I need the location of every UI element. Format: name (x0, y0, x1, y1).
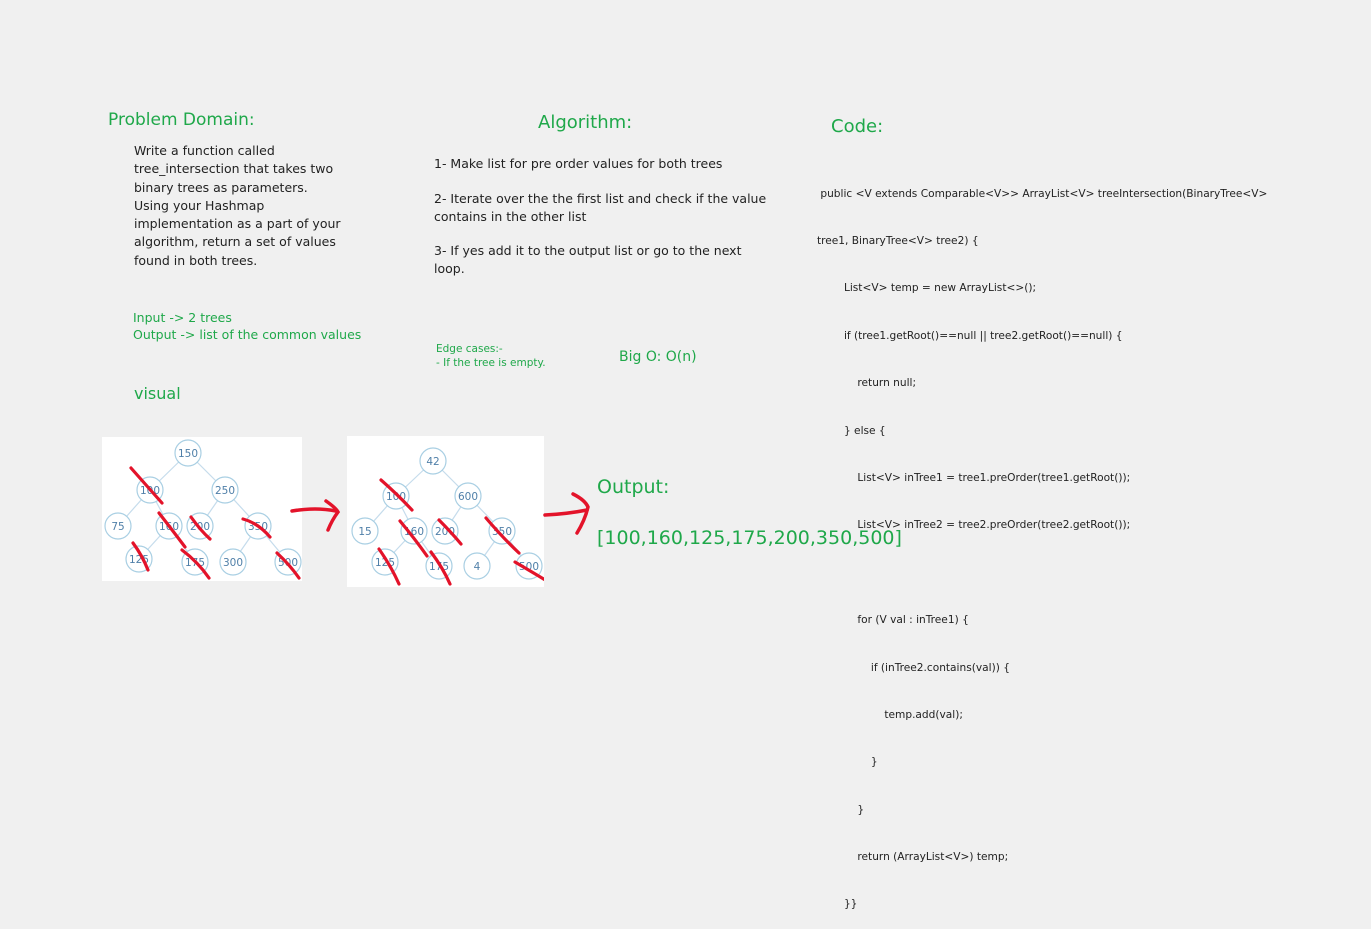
code-line: if (tree1.getRoot()==null || tree2.getRo… (817, 329, 1123, 342)
tree-1-node: 150 (178, 448, 198, 460)
tree-1-edges (117, 452, 289, 563)
code-block: public <V extends Comparable<V>> ArrayLi… (817, 155, 1267, 929)
strike-mark (131, 541, 150, 572)
output-text: Output -> list of the common values (133, 327, 362, 342)
strike-mark (484, 516, 521, 555)
strike-mark (189, 515, 212, 541)
edge-cases: Edge cases:- - If the tree is empty. (436, 342, 546, 370)
visual-label: visual (134, 384, 181, 403)
output-value: [100,160,125,175,200,350,500] (597, 527, 902, 549)
tree-2-strikes (377, 478, 544, 586)
code-line: public <V extends Comparable<V>> ArrayLi… (817, 187, 1268, 200)
big-o-label: Big O: O(n) (619, 349, 697, 365)
strike-mark (241, 517, 272, 539)
tree-2-diagram: 42 100 600 15 160 200 350 125 175 4 500 (347, 436, 544, 587)
problem-line: binary trees as parameters. (134, 179, 308, 195)
problem-line: Using your Hashmap (134, 197, 265, 213)
tree-2-node: 15 (358, 526, 371, 538)
algorithm-step-3-line: loop. (434, 261, 465, 277)
input-output: Input -> 2 trees Output -> list of the c… (133, 309, 361, 343)
strike-mark (180, 548, 211, 580)
problem-line: tree_intersection that takes two (134, 161, 334, 177)
tree-2-node: 160 (404, 526, 424, 538)
code-heading: Code: (831, 116, 884, 137)
algorithm-step-2: 2- Iterate over the the first list and c… (434, 190, 784, 227)
arrow-icon (543, 492, 590, 535)
edge-cases-title: Edge cases:- (436, 343, 503, 355)
code-line: } (817, 803, 865, 816)
strike-mark (275, 551, 301, 580)
algorithm-heading: Algorithm: (538, 112, 633, 133)
code-line: temp.add(val); (817, 708, 963, 721)
strike-mark (513, 560, 544, 582)
code-line: return null; (817, 377, 917, 390)
algorithm-step-2-line: 2- Iterate over the the first list and c… (434, 191, 767, 206)
strike-mark (379, 478, 414, 512)
code-line: if (inTree2.contains(val)) { (817, 661, 1010, 674)
tree-1-diagram: 150 100 250 75 160 200 350 125 175 300 5… (102, 437, 302, 581)
problem-domain-heading: Problem Domain: (108, 110, 255, 130)
output-heading: Output: (597, 476, 670, 498)
arrow-icon (290, 499, 341, 532)
code-line (817, 566, 1267, 582)
code-line: List<V> temp = new ArrayList<>(); (817, 282, 1037, 295)
strike-mark (157, 511, 187, 549)
algorithm-step-3-line: 3- If yes add it to the output list or g… (434, 243, 742, 258)
problem-line: found in both trees. (134, 252, 258, 268)
code-line: }} (817, 898, 858, 911)
tree-1-node: 300 (223, 557, 243, 569)
code-line: List<V> inTree1 = tree1.preOrder(tree1.g… (817, 471, 1131, 484)
tree-1-node: 250 (215, 485, 235, 497)
code-line: } else { (817, 424, 886, 437)
tree-2-node: 500 (519, 561, 539, 573)
problem-description: Write a function called tree_intersectio… (134, 142, 374, 270)
tree-1-strikes (129, 466, 301, 580)
tree-2-node: 200 (435, 526, 455, 538)
code-line: for (V val : inTree1) { (817, 614, 969, 627)
strike-mark (437, 518, 463, 546)
strike-mark (398, 519, 429, 558)
problem-line: Write a function called (134, 143, 275, 158)
problem-line: implementation as a part of your (134, 216, 341, 232)
code-line: } (817, 756, 878, 769)
code-line: List<V> inTree2 = tree2.preOrder(tree2.g… (817, 519, 1131, 532)
algorithm-step-2-line: contains in the other list (434, 209, 587, 225)
strike-mark (129, 466, 164, 505)
tree-2-node: 4 (474, 561, 481, 573)
problem-line: algorithm, return a set of values (134, 234, 336, 250)
strike-mark (377, 547, 401, 586)
algorithm-step-3: 3- If yes add it to the output list or g… (434, 242, 784, 279)
input-text: Input -> 2 trees (133, 310, 232, 325)
edge-case-item: - If the tree is empty. (436, 357, 546, 369)
algorithm-step-1: 1- Make list for pre order values for bo… (434, 156, 723, 171)
code-line: return (ArrayList<V>) temp; (817, 851, 1009, 864)
tree-2-node: 42 (426, 456, 439, 468)
code-line: tree1, BinaryTree<V> tree2) { (817, 234, 979, 247)
tree-2-node: 600 (458, 491, 478, 503)
tree-1-node: 75 (111, 521, 124, 533)
strike-mark (429, 550, 452, 586)
